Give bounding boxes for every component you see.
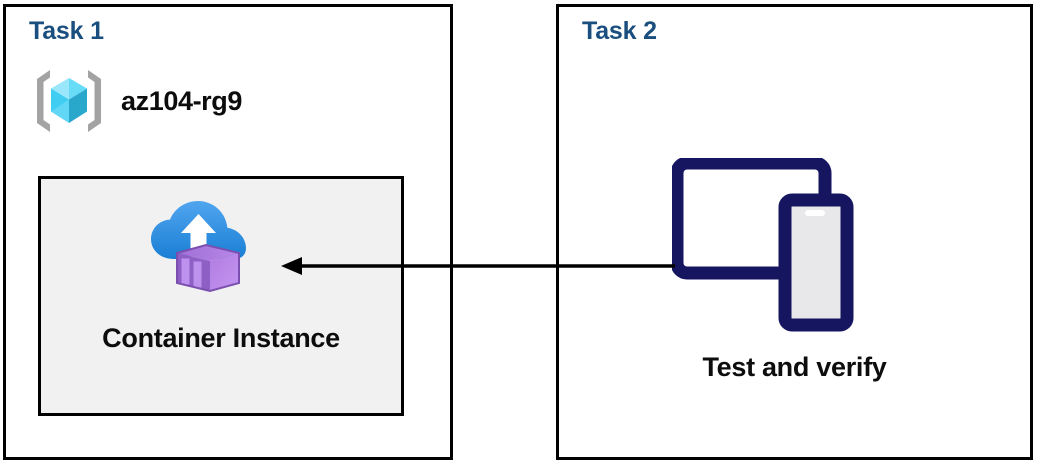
resource-group-name: az104-rg9 — [121, 85, 242, 116]
container-instance-label: Container Instance — [102, 323, 340, 353]
azure-container-instance-icon — [151, 201, 246, 293]
task-2-title: Task 2 — [582, 17, 657, 45]
task-1-title: Task 1 — [29, 17, 104, 45]
container-instance-box: Container Instance — [38, 176, 404, 416]
resource-group-row: az104-rg9 — [33, 66, 242, 136]
test-and-verify-label: Test and verify — [702, 352, 887, 382]
devices-tablet-phone-icon — [672, 158, 854, 332]
azure-resource-group-icon — [37, 70, 101, 132]
